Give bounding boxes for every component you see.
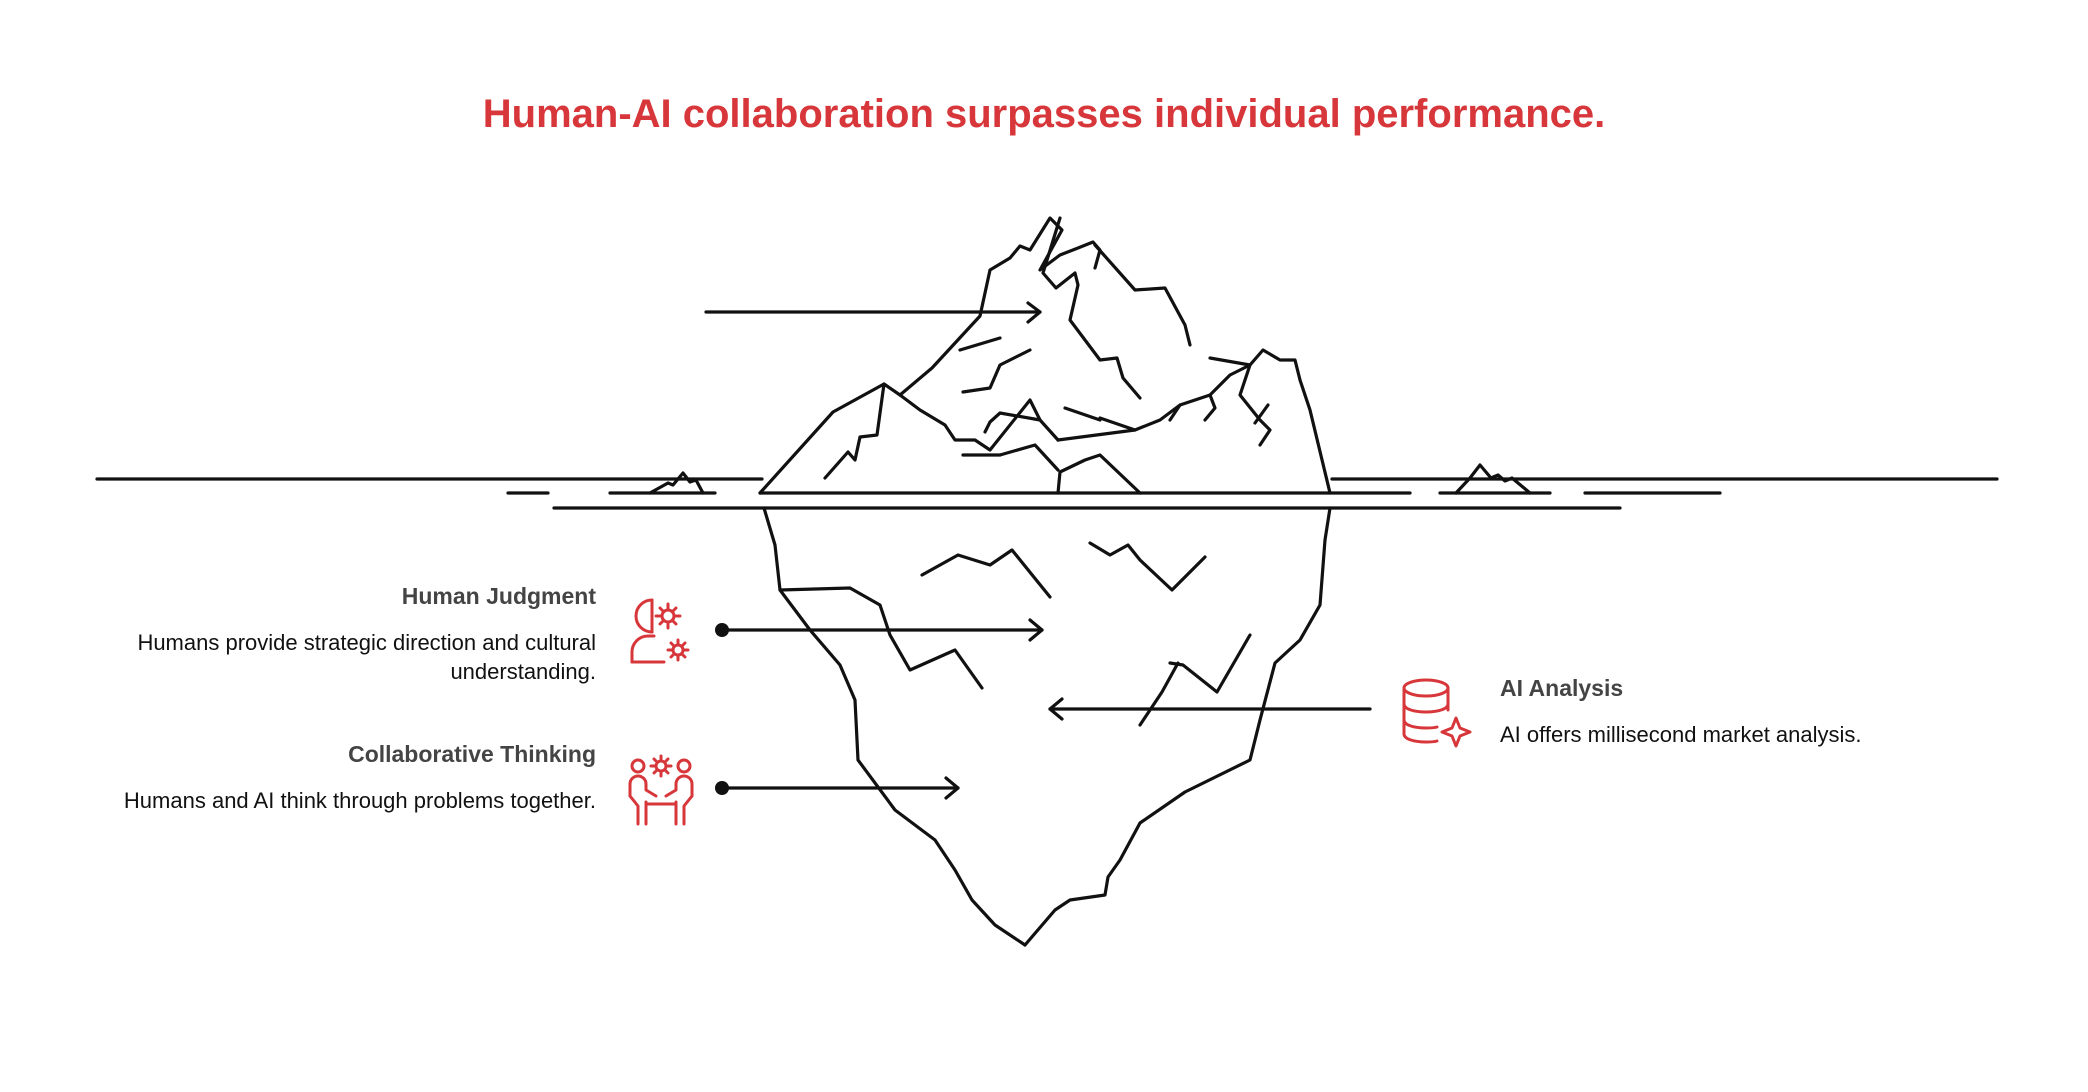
- iceberg-tip: [760, 218, 1330, 493]
- item-human-judgment: Human Judgment Humans provide strategic …: [90, 582, 596, 686]
- item-heading: Human Judgment: [90, 582, 596, 610]
- item-description: Humans and AI think through problems tog…: [90, 786, 596, 815]
- iceberg-underwater: [764, 508, 1330, 945]
- item-collaborative-thinking: Collaborative Thinking Humans and AI thi…: [90, 740, 596, 815]
- item-heading: AI Analysis: [1500, 674, 2020, 702]
- connector-human-judgment: [715, 620, 1042, 640]
- item-description: Humans provide strategic direction and c…: [90, 628, 596, 686]
- page-title: Human-AI collaboration surpasses individ…: [0, 92, 2088, 137]
- item-heading: Collaborative Thinking: [90, 740, 596, 768]
- database-sparkle-icon: [1396, 674, 1476, 754]
- item-ai-analysis: AI Analysis AI offers millisecond market…: [1500, 674, 2020, 749]
- connector-collaborative-thinking: [715, 778, 958, 798]
- people-collaboration-icon: [624, 752, 698, 832]
- connector-ai-analysis: [1050, 699, 1370, 719]
- item-description: AI offers millisecond market analysis.: [1500, 720, 2020, 749]
- small-rock-left: [650, 473, 703, 493]
- person-gear-icon: [624, 592, 698, 672]
- waterline: [97, 479, 1997, 508]
- arrow-tip: [706, 303, 1040, 322]
